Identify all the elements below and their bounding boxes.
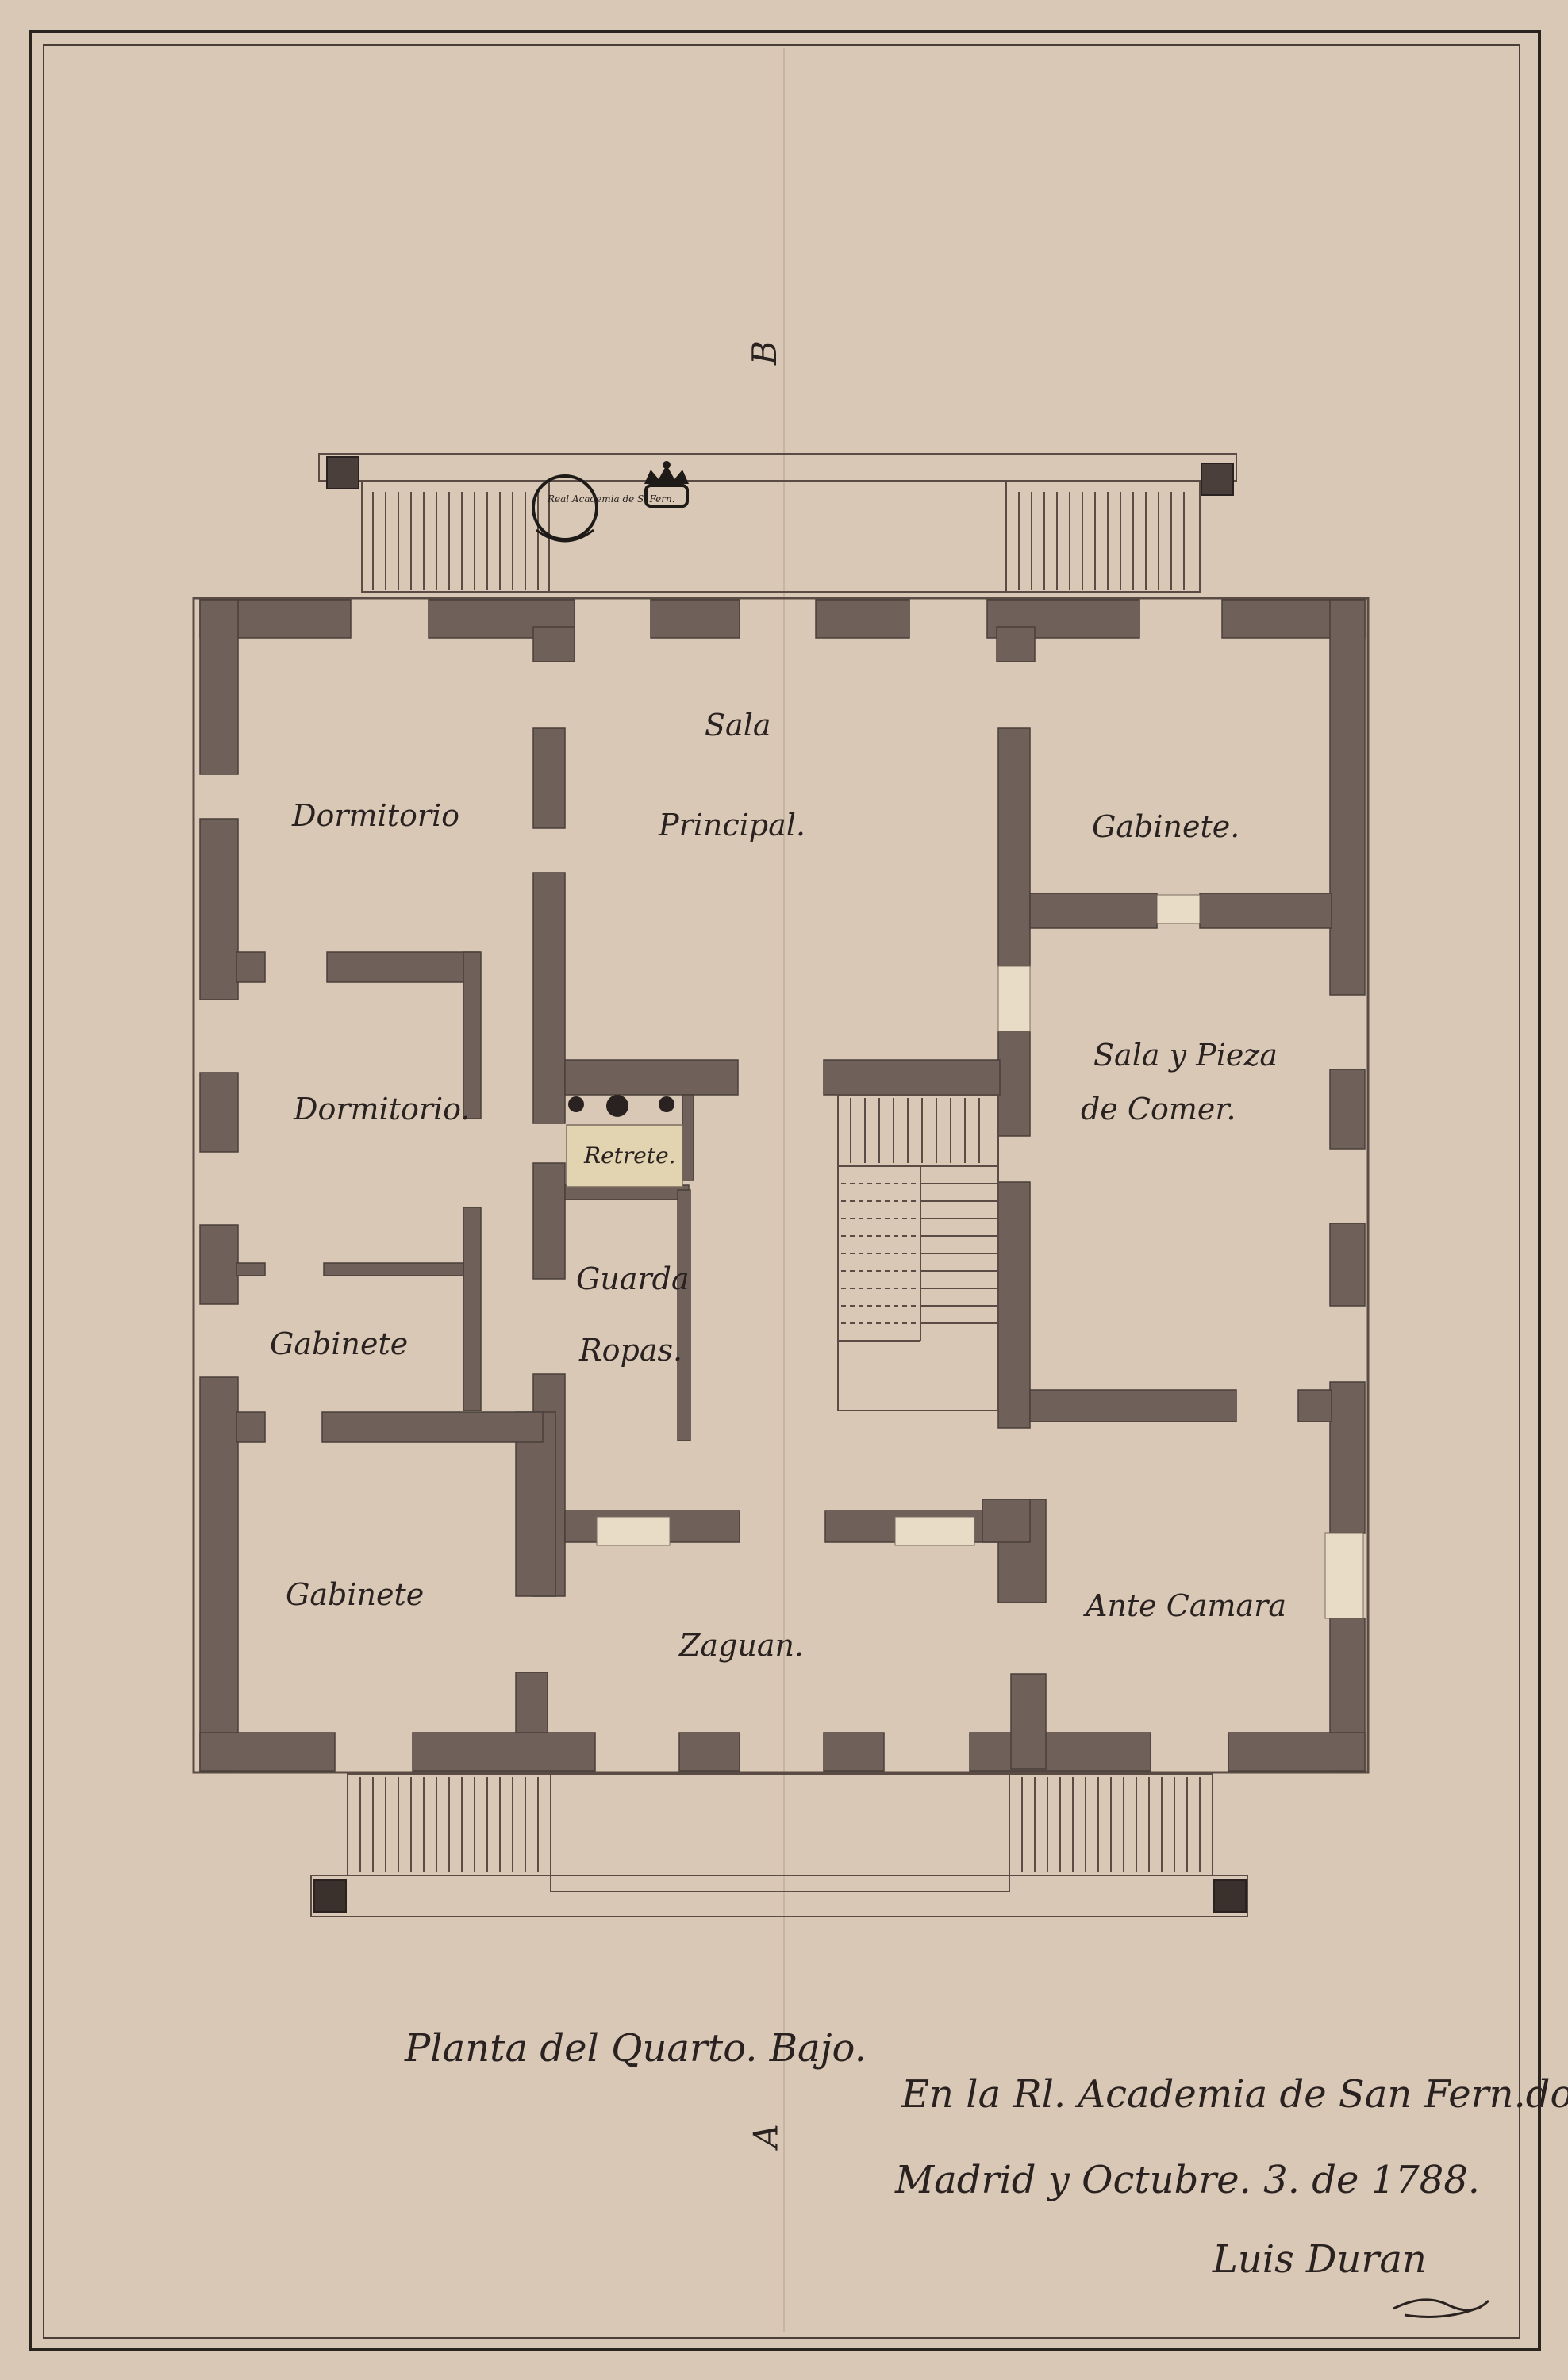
label-sala-comer-line1: Sala y Pieza [1093, 1038, 1278, 1073]
inner-border [43, 44, 1520, 2339]
pier-top-right [1201, 463, 1234, 496]
label-zaguan: Zaguan. [679, 1628, 805, 1663]
axis-letter-top: B [744, 340, 784, 365]
label-dormitorio-top: Dormitorio [292, 798, 460, 833]
signature-flourish [1393, 2298, 1490, 2318]
stoves [568, 1095, 674, 1117]
label-gabinete-top-right: Gabinete. [1092, 809, 1240, 844]
date-caption: Madrid y Octubre. 3. de 1788. [895, 2158, 1481, 2202]
top-terrace [318, 453, 1237, 593]
pier-top-left [326, 456, 359, 489]
walls [199, 599, 1366, 1772]
building-outline [192, 597, 1370, 1774]
signature: Luis Duran [1213, 2237, 1427, 2282]
label-sala-line1: Sala [705, 708, 771, 743]
label-sala-comer-line2: de Comer. [1081, 1092, 1236, 1127]
top-steps-left [372, 492, 539, 590]
label-guarda-line2: Ropas. [579, 1333, 683, 1368]
retrete-floor [566, 1124, 683, 1188]
door-openings [596, 894, 1364, 1619]
label-ante-camara: Ante Camara [1086, 1588, 1286, 1623]
label-gabinete-left-bottom: Gabinete [286, 1577, 425, 1612]
label-sala-line2: Principal. [659, 808, 806, 843]
label-dormitorio-mid: Dormitorio. [294, 1092, 471, 1127]
pier-bottom-left [313, 1879, 347, 1913]
stamp-text: Real Academia de S. Fern. [548, 493, 675, 505]
label-gabinete-left-mid: Gabinete [270, 1326, 409, 1361]
staircase [837, 1094, 999, 1411]
pier-bottom-right [1213, 1879, 1247, 1913]
outer-border [29, 30, 1541, 2351]
plan-title: Planta del Quarto. Bajo. [405, 2026, 867, 2071]
label-guarda-line1: Guarda [576, 1261, 690, 1296]
axis-letter-bottom: A [746, 2124, 786, 2148]
bottom-steps [359, 1777, 1201, 1872]
academy-caption: En la Rl. Academia de San Fern.do [901, 2072, 1568, 2117]
top-steps-right [1018, 492, 1185, 590]
bottom-terrace [310, 1773, 1248, 1917]
academy-stamp [532, 461, 689, 543]
label-retrete: Retrete. [584, 1142, 676, 1169]
